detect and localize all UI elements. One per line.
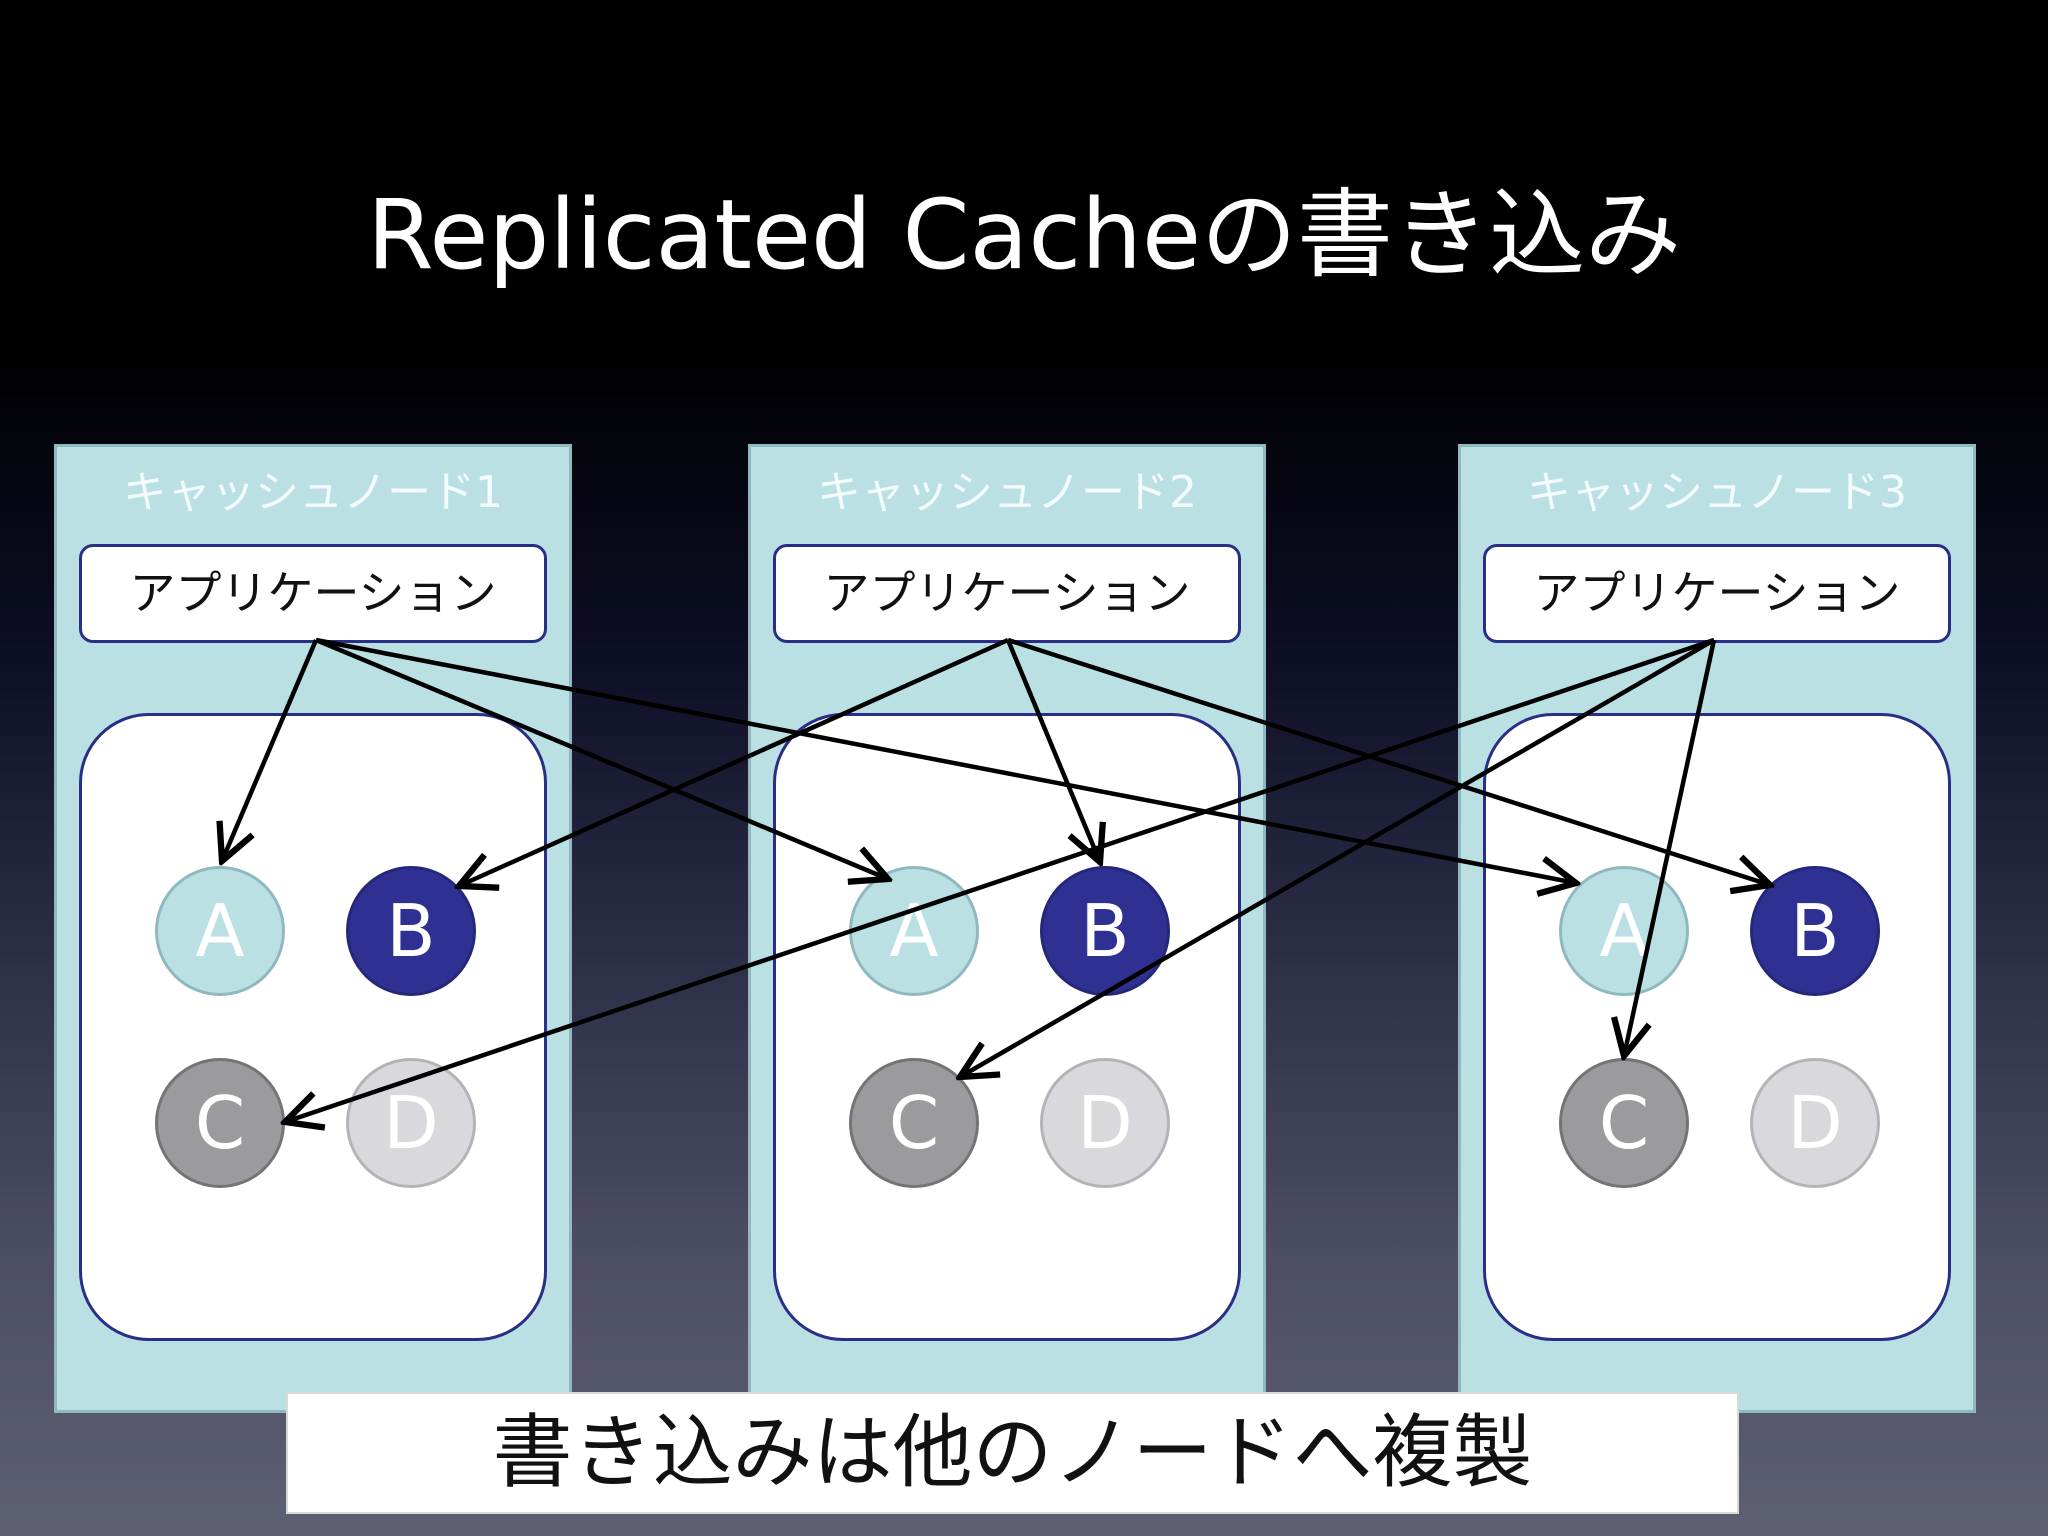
cache-node-3: キャッシュノード3 アプリケーション A B C D — [1458, 444, 1976, 1413]
application-box: アプリケーション — [79, 544, 547, 643]
cache-node-1: キャッシュノード1 アプリケーション A B C D — [54, 444, 572, 1413]
cache-entry-c: C — [155, 1058, 285, 1188]
cache-entry-b: B — [346, 866, 476, 996]
node-title: キャッシュノード3 — [1527, 467, 1907, 518]
cache-entry-a: A — [849, 866, 979, 996]
slide-title: Replicated Cacheの書き込み — [366, 179, 1682, 291]
cache-entry-d: D — [1040, 1058, 1170, 1188]
cache-store — [79, 713, 547, 1341]
caption-box: 書き込みは他のノードへ複製 — [286, 1392, 1739, 1514]
node-title: キャッシュノード2 — [817, 467, 1197, 518]
cache-entry-d: D — [346, 1058, 476, 1188]
node-title: キャッシュノード1 — [123, 467, 503, 518]
application-box: アプリケーション — [773, 544, 1241, 643]
cache-entry-b: B — [1750, 866, 1880, 996]
cache-entry-b: B — [1040, 866, 1170, 996]
cache-entry-a: A — [1559, 866, 1689, 996]
cache-entry-c: C — [849, 1058, 979, 1188]
cache-store — [1483, 713, 1951, 1341]
cache-node-2: キャッシュノード2 アプリケーション A B C D — [748, 444, 1266, 1413]
cache-entry-a: A — [155, 866, 285, 996]
cache-store — [773, 713, 1241, 1341]
cache-entry-c: C — [1559, 1058, 1689, 1188]
cache-entry-d: D — [1750, 1058, 1880, 1188]
application-box: アプリケーション — [1483, 544, 1951, 643]
